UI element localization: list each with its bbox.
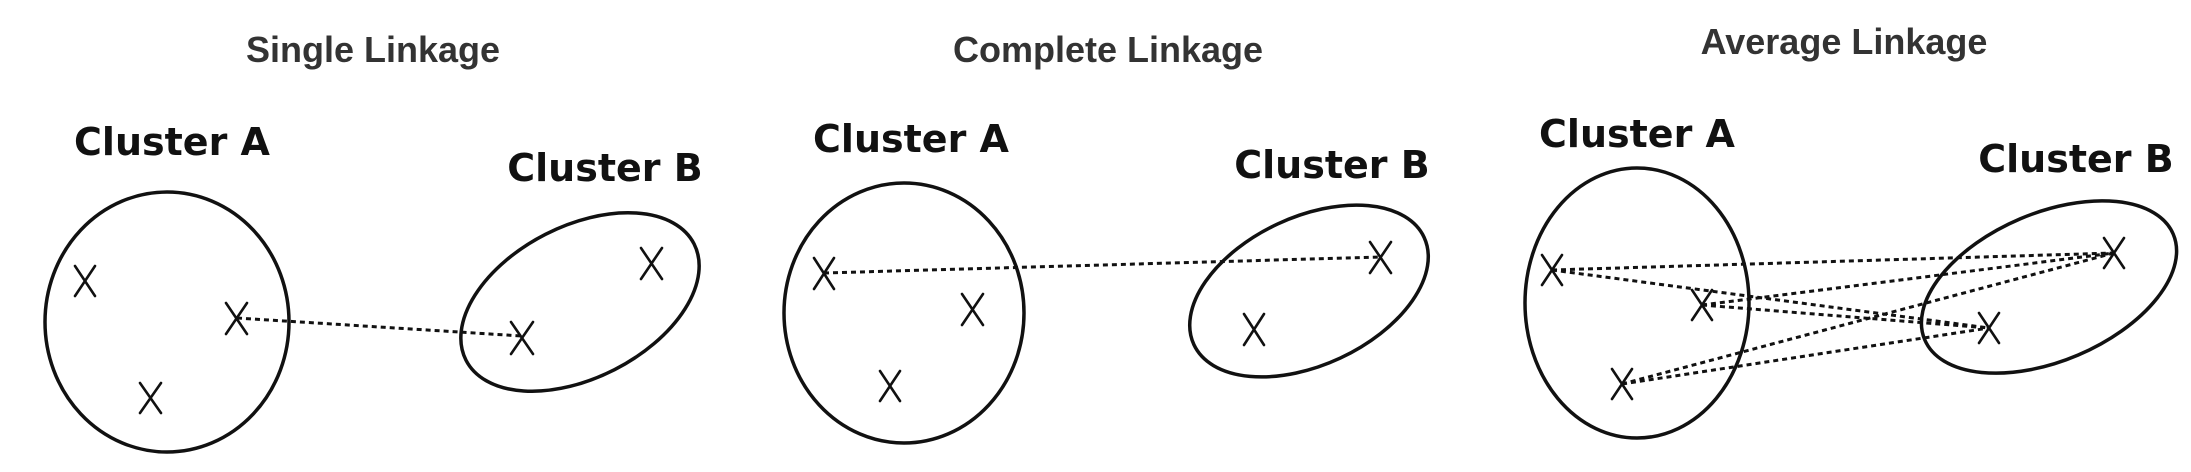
point-a1 <box>812 256 836 291</box>
panel-average-linkage: Average Linkage Cluster A Cluster B <box>1523 21 2179 440</box>
cluster-a-label: Cluster A <box>74 120 270 164</box>
link-a1-b2 <box>1551 268 1990 330</box>
panel-title: Single Linkage <box>246 29 500 70</box>
link-a2-b2 <box>1701 303 1990 330</box>
point-b2 <box>1977 311 2001 345</box>
point-a2 <box>224 301 249 336</box>
point-b1 <box>2102 236 2126 270</box>
panel-title: Average Linkage <box>1701 21 1988 62</box>
point-a1 <box>1540 253 1564 287</box>
panel-single-linkage: Single Linkage Cluster A Cluster B <box>43 29 703 454</box>
cluster-a-ellipse <box>782 181 1026 445</box>
cluster-b-ellipse <box>1919 199 2179 375</box>
cluster-a-label: Cluster A <box>1539 112 1735 156</box>
link-a1-b1 <box>1551 251 2115 272</box>
point-a2 <box>1690 288 1714 322</box>
cluster-b-ellipse <box>1187 203 1431 379</box>
link-a2-b1 <box>1701 251 2115 307</box>
cluster-b-label: Cluster B <box>507 146 702 190</box>
point-a3 <box>878 369 902 403</box>
panel-complete-linkage: Complete Linkage Cluster A Cluster B <box>782 29 1431 445</box>
point-b2 <box>1242 312 1266 347</box>
panel-title: Complete Linkage <box>953 29 1263 70</box>
cluster-a-ellipse <box>43 190 291 454</box>
cluster-b-label: Cluster B <box>1234 143 1429 187</box>
cluster-a-ellipse <box>1523 166 1751 440</box>
point-a3 <box>1610 367 1634 401</box>
point-a1 <box>73 264 97 298</box>
point-a3 <box>138 381 163 415</box>
link-a3-b1 <box>1621 251 2115 386</box>
complete-link-line <box>823 255 1381 275</box>
point-a2 <box>960 292 985 327</box>
cluster-b-label: Cluster B <box>1978 137 2173 181</box>
point-b1 <box>1368 240 1393 275</box>
point-b2 <box>509 320 535 356</box>
pairwise-links <box>1551 251 2115 386</box>
single-link-line <box>236 316 523 338</box>
point-b1 <box>639 246 664 281</box>
cluster-a-label: Cluster A <box>813 117 1009 161</box>
link-a3-b2 <box>1621 326 1990 386</box>
cluster-b-ellipse <box>459 211 701 393</box>
